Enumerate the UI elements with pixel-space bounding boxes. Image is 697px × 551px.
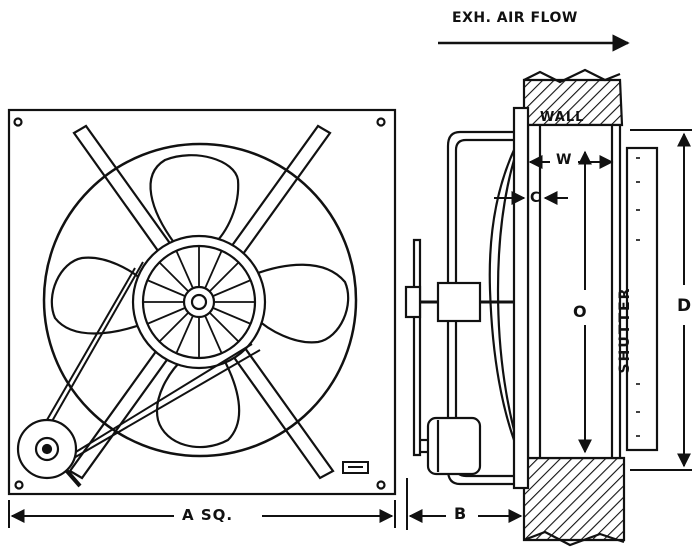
dimension-a	[8, 500, 396, 528]
venturi-ring	[42, 142, 358, 458]
drive-belt	[39, 261, 261, 467]
shutter-label: SHUTTER	[617, 286, 633, 374]
dim-c-label: C	[530, 190, 541, 206]
airflow-label: EXH. AIR FLOW	[452, 10, 578, 26]
front-view	[7, 108, 397, 496]
wall-bottom	[522, 456, 626, 542]
fan-blades	[50, 154, 350, 449]
wall-label: WALL	[540, 110, 585, 125]
dimension-d	[630, 129, 692, 471]
name-plate	[342, 461, 369, 474]
side-view	[404, 68, 659, 547]
shutter	[625, 146, 659, 452]
blade-profile	[488, 149, 516, 441]
motor-pulley	[16, 418, 82, 488]
mount-hole	[14, 480, 24, 490]
dim-d-label: D	[677, 296, 692, 316]
dimension-b	[406, 478, 523, 530]
shutter-ticks	[636, 157, 640, 437]
mount-hole	[376, 480, 386, 490]
dim-b-label: B	[454, 504, 467, 523]
dim-w-label: W	[556, 152, 572, 168]
pulley-wheel	[131, 234, 267, 370]
wall-opening	[526, 123, 622, 460]
mount-hole	[376, 117, 386, 127]
pulley-edge	[412, 238, 422, 457]
bearing-housing	[436, 281, 482, 323]
dim-a-label: A SQ.	[182, 506, 234, 524]
mounting-flange	[512, 106, 530, 490]
mount-hole	[13, 117, 23, 127]
motor	[420, 416, 482, 476]
dim-o-label: O	[573, 302, 587, 321]
fan-frame	[7, 108, 397, 496]
